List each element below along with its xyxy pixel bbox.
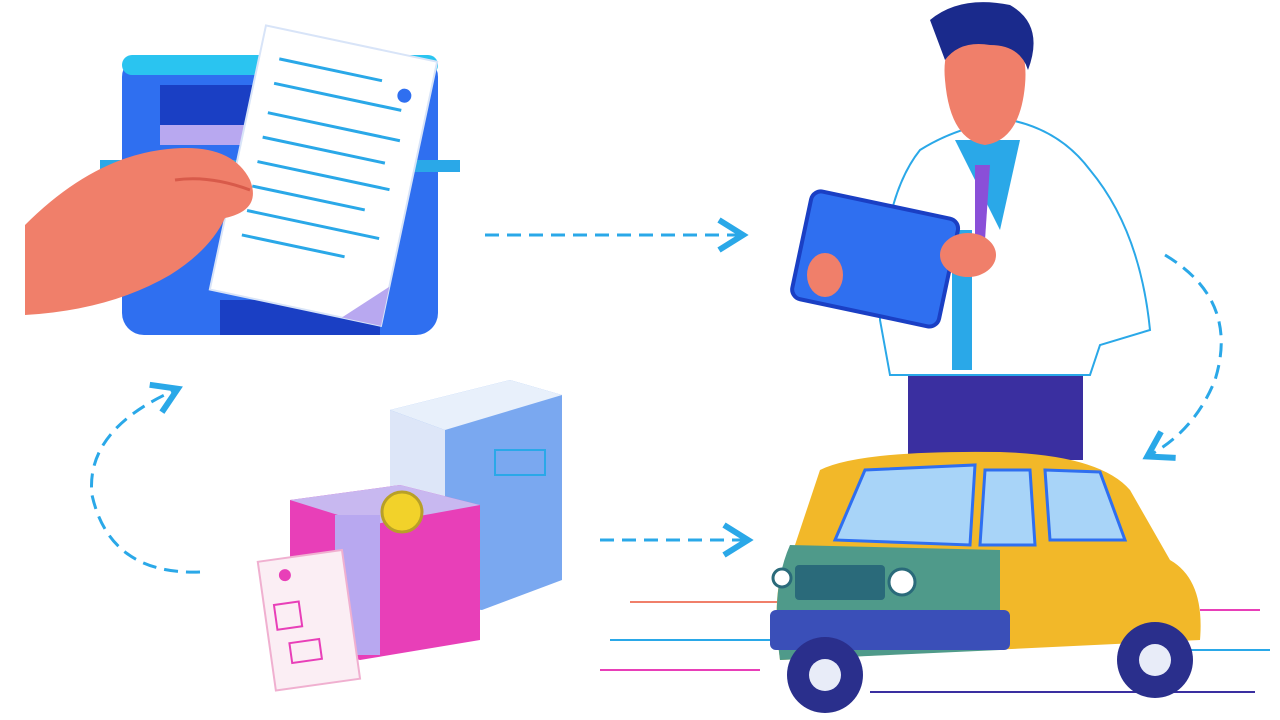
- arrow-curved-down-icon: [1142, 253, 1223, 461]
- document-icon: [208, 24, 439, 328]
- grille: [795, 565, 885, 600]
- tie: [975, 165, 990, 240]
- trousers: [908, 360, 1083, 460]
- arrow-curved-up-icon: [89, 381, 201, 574]
- hair: [930, 2, 1034, 71]
- label-card: [256, 548, 362, 692]
- windshield: [832, 463, 977, 547]
- person-head: [944, 25, 1026, 145]
- seal-icon: [380, 490, 424, 534]
- headlight: [887, 567, 917, 597]
- packages-scene: [256, 380, 562, 692]
- inspector-scene: [790, 2, 1152, 460]
- printer-document-scene: [25, 24, 460, 335]
- hand-icon: [25, 148, 253, 315]
- car-scene: [600, 451, 1270, 713]
